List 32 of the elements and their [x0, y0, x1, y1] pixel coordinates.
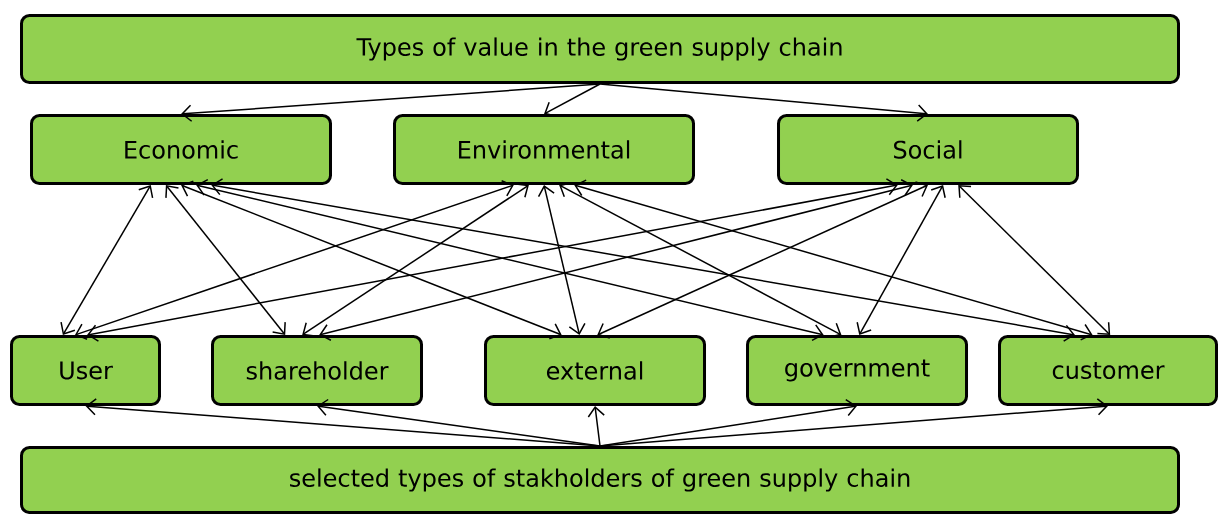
process-box: shareholder — [211, 335, 423, 406]
arrow — [302, 183, 529, 337]
arrow — [537, 185, 586, 335]
arrow — [958, 185, 1111, 335]
process-box: Social — [777, 114, 1079, 185]
arrow — [599, 398, 1108, 447]
arrow — [181, 83, 601, 122]
arrow — [599, 83, 928, 122]
arrow — [317, 398, 601, 447]
process-box: Types of value in the green supply chain — [20, 14, 1180, 84]
process-box: User — [10, 335, 161, 406]
arrow — [574, 179, 1093, 341]
arrow — [165, 185, 286, 335]
arrow — [181, 180, 562, 340]
arrow — [597, 181, 928, 339]
process-box: selected types of stakholders of green supply chain — [20, 446, 1180, 514]
arrow — [319, 179, 913, 342]
arrow — [87, 178, 898, 342]
process-box: Economic — [30, 114, 332, 185]
process-box: external — [484, 335, 706, 406]
arrow — [196, 178, 824, 342]
arrow — [74, 179, 514, 341]
arrow — [211, 178, 1075, 342]
arrow — [587, 406, 605, 447]
process-box: government — [746, 335, 968, 406]
arrow — [85, 398, 601, 447]
arrow — [60, 185, 154, 335]
arrow — [856, 185, 946, 335]
arrow — [559, 181, 842, 339]
process-box: customer — [998, 335, 1218, 406]
process-box: Environmental — [393, 114, 695, 185]
arrow — [544, 83, 601, 117]
